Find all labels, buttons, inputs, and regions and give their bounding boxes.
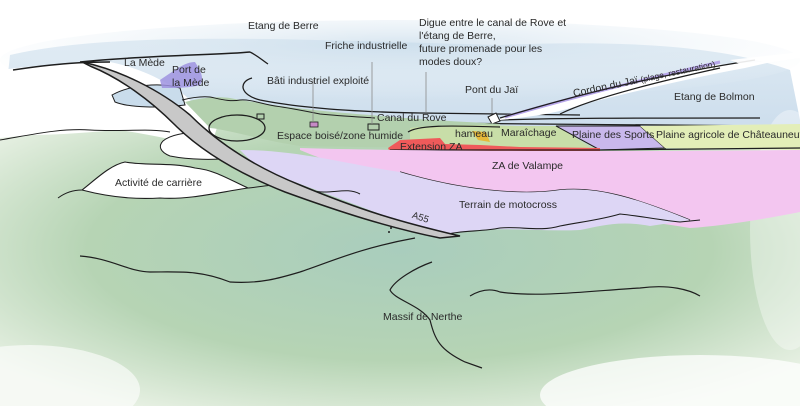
label-za-de-valampe: ZA de Valampe bbox=[492, 160, 564, 172]
pont-du-jai bbox=[487, 112, 501, 125]
label-plaine-des-sports: Plaine des Sports bbox=[572, 129, 655, 141]
label-terrain-motocross: Terrain de motocross bbox=[459, 199, 558, 211]
digue-line-3: future promenade pour les bbox=[419, 43, 543, 55]
za-valampe-area bbox=[300, 148, 800, 228]
label-massif-de-nerthe: Massif de Nerthe bbox=[383, 311, 463, 323]
digue-line-1: Digue entre le canal de Rove et bbox=[419, 17, 567, 29]
plaine-agricole-area bbox=[640, 124, 800, 150]
cordon-du-jai bbox=[500, 60, 780, 120]
extension-za-area bbox=[388, 138, 600, 152]
label-activite-carriere: Activité de carrière bbox=[115, 177, 202, 189]
label-digue: Digue entre le canal de Rove et l'étang … bbox=[419, 17, 584, 69]
hameau-area bbox=[472, 131, 490, 142]
carriere-area bbox=[80, 161, 250, 200]
label-espace-boise: Espace boisé/zone humide bbox=[277, 130, 404, 142]
label-pont-du-jai: Pont du Jaï bbox=[465, 84, 519, 96]
motocross-area bbox=[240, 150, 690, 236]
port-de-la-mede-area bbox=[160, 62, 203, 88]
label-plaine-agricole: Plaine agricole de Châteauneuf bbox=[656, 129, 800, 141]
label-etang-de-bolmon: Etang de Bolmon bbox=[674, 91, 755, 103]
label-extension-za: Extension ZA bbox=[400, 141, 463, 153]
label-etang-de-berre: Etang de Berre bbox=[248, 20, 319, 32]
label-port-de-la-mede: Port de la Mède bbox=[172, 64, 210, 89]
label-la-mede: La Mède bbox=[124, 57, 165, 69]
label-canal-du-rove: Canal du Rove bbox=[377, 112, 447, 124]
label-friche-industrielle: Friche industrielle bbox=[325, 40, 408, 52]
label-hameau: hameau bbox=[455, 128, 493, 140]
digue-line-4: modes doux? bbox=[419, 56, 483, 68]
label-maraichage: Maraîchage bbox=[501, 127, 557, 139]
digue-line-2: l'étang de Berre, bbox=[419, 30, 496, 42]
a55-motorway bbox=[81, 61, 461, 239]
label-bati-industriel: Bâti industriel exploité bbox=[267, 75, 370, 87]
